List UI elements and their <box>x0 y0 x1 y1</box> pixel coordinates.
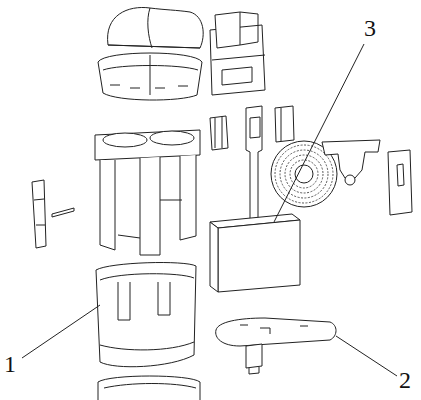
holder <box>210 12 265 95</box>
lower-housing <box>96 263 196 367</box>
callout-number: 1 <box>4 352 16 376</box>
circuit-board <box>216 318 336 374</box>
middle-housing <box>95 130 200 255</box>
top-cover <box>108 7 204 48</box>
callout-number: 3 <box>364 16 376 40</box>
battery-box <box>210 214 300 292</box>
leader-lines <box>22 44 397 376</box>
callout-number: 2 <box>399 368 411 392</box>
cover-base <box>98 53 202 100</box>
pin <box>32 180 74 248</box>
bottom-piece <box>98 376 200 400</box>
bracket <box>322 140 380 185</box>
contact-plate <box>388 150 412 215</box>
